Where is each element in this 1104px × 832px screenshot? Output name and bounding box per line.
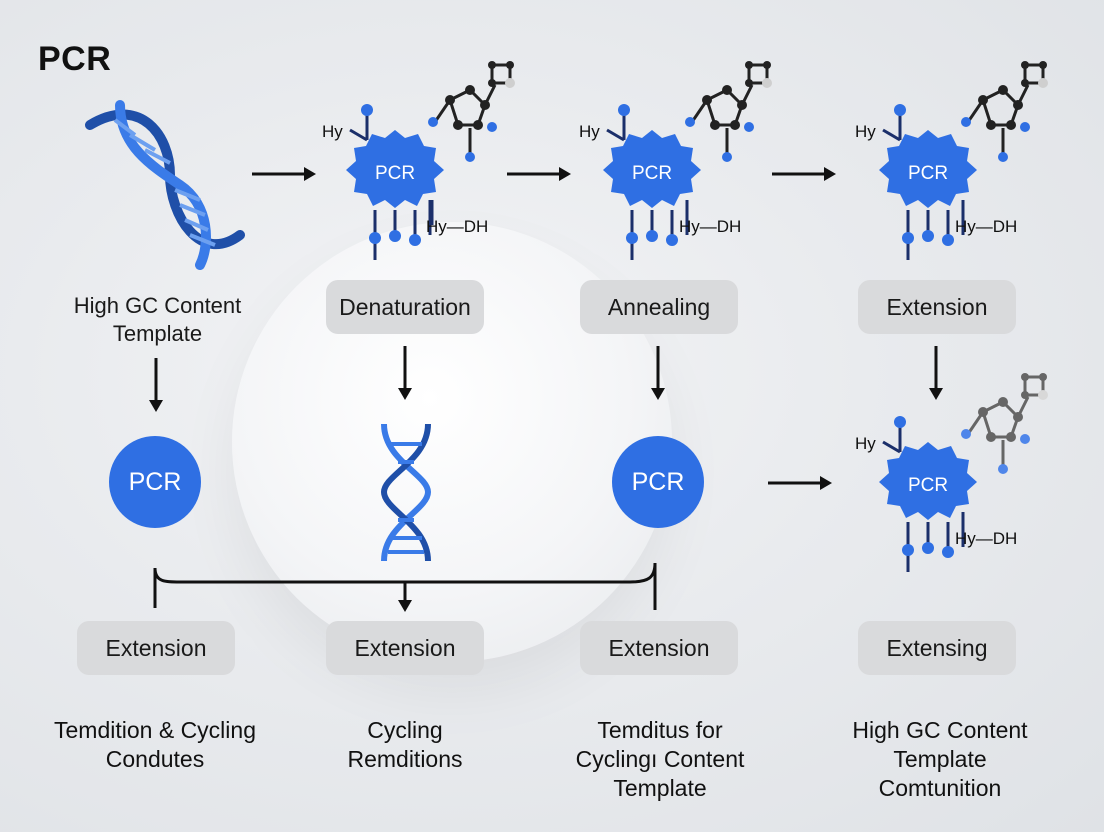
molecule-right-label: Hy—DH [955,529,1018,548]
molecule-graphic [879,61,1048,260]
arrow-right-1 [252,167,316,181]
bottom-pill-1: Extension [77,621,235,675]
caption-2: Cycling Remditions [347,717,463,772]
bottom-pill-3: Extension [580,621,738,675]
pcr-molecule-2: PCR Hy Hy—DH [577,60,777,270]
step-denaturation: Denaturation [326,280,484,334]
caption-1: Temdition & Cycling Condutes [54,717,256,772]
step-extension: Extension [858,280,1016,334]
molecule-graphic [879,373,1048,572]
pcr-molecule-1: PCR Hy Hy—DH [320,60,520,270]
pcr-molecule-3: PCR Hy Hy—DH [853,60,1053,270]
bottom-pill-4: Extensing [858,621,1016,675]
dna-helix-small-icon [380,423,432,562]
molecule-right-label: Hy—DH [426,217,489,236]
bracket-connector [153,562,657,612]
arrow-right-4 [768,476,832,490]
arrow-right-3 [772,167,836,181]
bottom-pill-2: Extension [326,621,484,675]
molecule-graphic [346,61,515,260]
molecule-left-label: Hy [322,122,343,141]
molecule-left-label: Hy [855,434,876,453]
page-title: PCR [38,40,112,78]
arrow-right-2 [507,167,571,181]
molecule-graphic [603,61,772,260]
molecule-left-label: Hy [855,122,876,141]
molecule-center-label: PCR [631,163,673,184]
molecule-right-label: Hy—DH [679,217,742,236]
molecule-center-label: PCR [907,163,949,184]
molecule-center-label: PCR [907,475,949,496]
dna-helix-icon [85,100,245,270]
molecule-center-label: PCR [374,163,416,184]
arrow-down-3 [651,346,665,400]
template-label: High GC Content Template [73,293,242,346]
pcr-molecule-4: PCR Hy Hy—DH [853,372,1053,582]
arrow-down-2 [398,346,412,400]
pcr-circle-2: PCR [612,436,704,528]
caption-3: Temditus for Cyclingı Content Template [575,717,745,801]
caption-4: High GC Content Template Comtunition [852,717,1028,801]
pcr-circle-1: PCR [109,436,201,528]
molecule-left-label: Hy [579,122,600,141]
molecule-right-label: Hy—DH [955,217,1018,236]
arrow-down-4 [929,346,943,400]
arrow-down-1 [149,358,163,412]
step-annealing: Annealing [580,280,738,334]
